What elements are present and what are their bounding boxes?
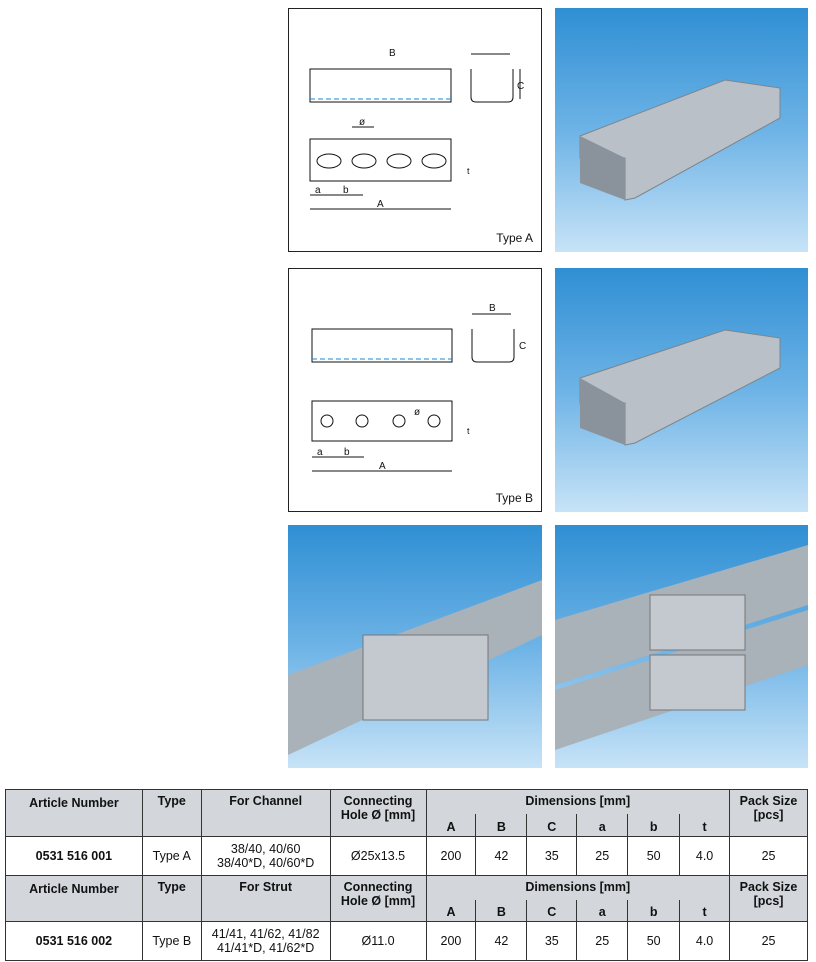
dim-A-cell: 200 [425, 835, 477, 876]
dim-b-cell: 50 [627, 835, 681, 876]
svg-text:b: b [343, 185, 349, 196]
dimensions-header: Dimensions [mm] [425, 789, 731, 814]
dim-B-cell: 42 [475, 835, 528, 876]
article-number: 0531 516 002 [5, 921, 143, 961]
hole-header: Connecting Hole Ø [mm] [329, 874, 427, 922]
pack-header: Pack Size [pcs] [729, 874, 808, 922]
dim-t-cell: 4.0 [679, 921, 731, 961]
svg-text:A: A [379, 461, 386, 472]
product-photo-type-b [555, 268, 808, 512]
dim-t-cell: 4.0 [679, 835, 731, 876]
dim-col-header: b [627, 899, 681, 922]
dim-A-cell: 200 [425, 921, 477, 961]
product-table: Article Number Type For Channel Connecti… [5, 789, 808, 961]
svg-text:ø: ø [359, 117, 365, 128]
for-line: 41/41, 41/62, 41/82 [211, 927, 320, 941]
for-line: 41/41*D, 41/62*D [217, 941, 315, 955]
drawing-lines: B C ø a b A t [311, 303, 526, 472]
table-header-row: Article Number Type For Strut Connecting… [5, 874, 808, 922]
installation-photo-strut [555, 525, 808, 768]
article-number: 0531 516 001 [5, 835, 143, 876]
dim-col-header: C [526, 814, 578, 837]
dim-col-header: t [679, 899, 731, 922]
dim-col-header: A [425, 814, 477, 837]
for-line: 38/40*D, 40/60*D [217, 855, 315, 870]
product-photo-type-a [555, 8, 808, 252]
dim-col-header: a [576, 899, 629, 922]
svg-text:B: B [389, 48, 396, 59]
article-header: Article Number [5, 874, 143, 922]
dim-col-header: B [475, 899, 528, 922]
hole-cell: Ø25x13.5 [329, 835, 427, 876]
channel-connector-image [579, 79, 781, 201]
dim-col-header: B [475, 814, 528, 837]
dim-a-cell: 25 [576, 921, 629, 961]
drawing-lines: B C ø a b A t [309, 48, 524, 210]
svg-text:B: B [489, 303, 496, 314]
installation-photo-channel [288, 525, 542, 768]
pack-header: Pack Size [pcs] [729, 789, 808, 837]
svg-text:A: A [377, 199, 384, 210]
svg-text:C: C [519, 341, 526, 352]
dim-C-cell: 35 [526, 835, 578, 876]
for-header: For Strut [200, 874, 331, 922]
installed-strut-image [555, 545, 808, 750]
drawing-label: Type A [496, 231, 533, 245]
technical-drawing-type-b: B C ø a b A t Type B [288, 268, 542, 512]
technical-drawing-type-a: B C ø a b A t Type A [288, 8, 542, 252]
strut-connector-image [579, 329, 781, 446]
dim-col-header: b [627, 814, 681, 837]
type-header: Type [141, 789, 202, 837]
dim-a-cell: 25 [576, 835, 629, 876]
pack-cell: 25 [729, 835, 808, 876]
article-header: Article Number [5, 789, 143, 837]
type-header: Type [141, 874, 202, 922]
drawing-label: Type B [495, 491, 533, 505]
hole-header: Connecting Hole Ø [mm] [329, 789, 427, 837]
svg-text:t: t [467, 166, 470, 176]
dim-col-header: a [576, 814, 629, 837]
dim-col-header: t [679, 814, 731, 837]
dim-B-cell: 42 [475, 921, 528, 961]
svg-text:a: a [315, 185, 321, 196]
dimensions-header: Dimensions [mm] [425, 874, 731, 900]
dim-col-header: C [526, 899, 578, 922]
installed-channel-image [288, 580, 542, 755]
for-line: 38/40, 40/60 [230, 841, 301, 856]
svg-text:a: a [317, 447, 323, 458]
pack-cell: 25 [729, 921, 808, 961]
svg-text:b: b [344, 447, 350, 458]
svg-text:C: C [517, 81, 524, 92]
type-cell: Type A [141, 835, 202, 876]
dim-col-header: A [425, 899, 477, 922]
type-cell: Type B [141, 921, 202, 961]
hole-cell: Ø11.0 [329, 921, 427, 961]
dim-C-cell: 35 [526, 921, 578, 961]
svg-text:ø: ø [414, 407, 420, 418]
for-header: For Channel [200, 789, 331, 837]
table-header-row: Article Number Type For Channel Connecti… [5, 789, 808, 837]
dim-b-cell: 50 [627, 921, 681, 961]
svg-text:t: t [467, 426, 470, 436]
